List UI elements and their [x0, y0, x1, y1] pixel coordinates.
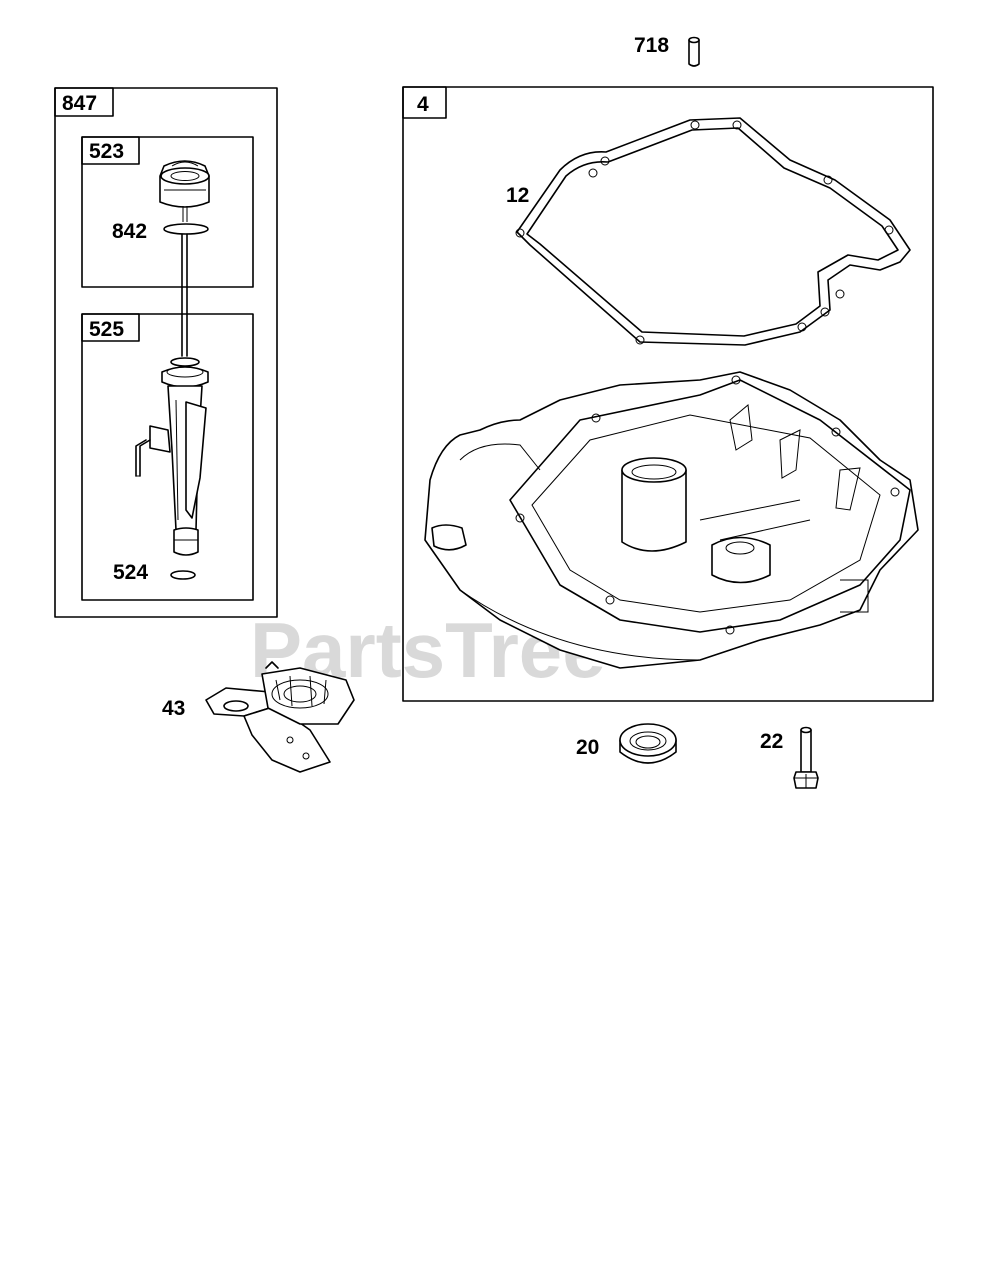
dipstick-tube-drawing — [135, 357, 209, 556]
bolt-22-drawing — [793, 726, 819, 789]
dipstick-cap-drawing — [159, 160, 210, 222]
part-label-842: 842 — [112, 220, 147, 243]
crankcase-cover-drawing — [424, 371, 919, 669]
part-label-718: 718 — [634, 34, 669, 57]
box-4-label: 4 — [417, 93, 429, 116]
governor-43-drawing — [205, 661, 355, 773]
dipstick-rod-drawing — [181, 233, 188, 357]
box-525-label: 525 — [89, 318, 124, 341]
oil-seal-20-drawing — [619, 723, 677, 764]
assembly-box-525: 525 — [81, 313, 254, 601]
part-label-524: 524 — [113, 561, 148, 584]
part-label-43: 43 — [162, 697, 185, 720]
o-ring-524-drawing — [170, 570, 196, 580]
gasket-12-drawing — [515, 117, 911, 346]
assembly-box-4: 4 — [402, 86, 934, 702]
assembly-box-523: 523 — [81, 136, 254, 288]
o-ring-842-drawing — [163, 223, 209, 235]
part-label-12: 12 — [506, 184, 529, 207]
assembly-box-847: 847 — [54, 87, 278, 618]
box-847-label: 847 — [62, 92, 97, 115]
box-523-label: 523 — [89, 140, 124, 163]
part-label-20: 20 — [576, 736, 599, 759]
pin-718-drawing — [688, 36, 700, 67]
part-label-22: 22 — [760, 730, 783, 753]
